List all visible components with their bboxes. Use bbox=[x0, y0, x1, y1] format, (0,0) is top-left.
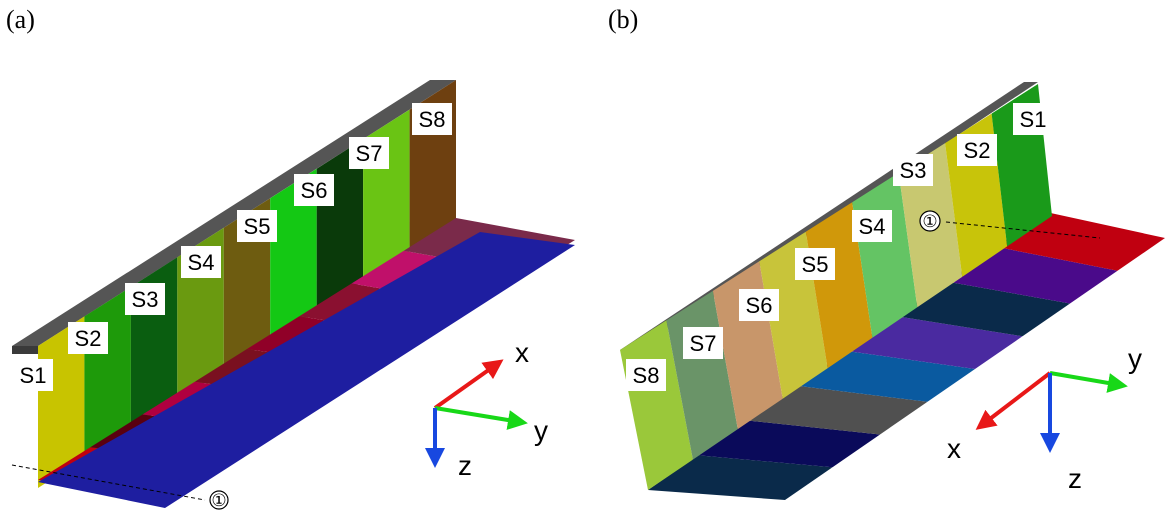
panel-b-segment-label-text: S5 bbox=[802, 252, 829, 277]
panel-a-segment-label-text: S1 bbox=[20, 363, 47, 388]
panel-b-web-strip bbox=[805, 202, 873, 369]
panel-a-segment-label-text: S2 bbox=[75, 326, 102, 351]
panel-b-flange-band bbox=[847, 316, 1023, 369]
panel-a-segment-label-bg bbox=[125, 283, 165, 315]
panel-a-segment-label-text: S8 bbox=[419, 107, 446, 132]
panel-b-y-axis bbox=[1049, 371, 1128, 393]
panel-a-segment-label: S4 bbox=[181, 246, 221, 278]
panel-a-reference-line bbox=[11, 464, 206, 501]
panel-a-segment-label-bg bbox=[13, 359, 53, 391]
panel-b-label: (b) bbox=[608, 5, 638, 34]
panel-a-x-axis bbox=[433, 359, 504, 410]
panel-a-marker: ① bbox=[209, 490, 229, 510]
panel-a-y-axis bbox=[434, 406, 528, 430]
panel-b-axes: x y z bbox=[947, 343, 1142, 494]
panel-a-segment-label-bg bbox=[68, 322, 108, 354]
panel-b-segment-label-bg bbox=[739, 289, 779, 321]
panel-a-x-label: x bbox=[515, 337, 529, 368]
panel-a-segment-label: S6 bbox=[294, 174, 334, 206]
panel-a-segment-label-bg bbox=[412, 103, 452, 135]
panel-b-y-label: y bbox=[1128, 343, 1142, 374]
panel-a-label: (a) bbox=[6, 5, 35, 34]
panel-b-segment-label-bg bbox=[626, 359, 666, 391]
panel-b-segment-label-text: S6 bbox=[746, 293, 773, 318]
panel-b-segment-label-bg bbox=[683, 327, 723, 359]
panel-b-flange-band bbox=[896, 281, 1070, 337]
panel-a-segment-label: S5 bbox=[237, 210, 277, 242]
panel-a-y-label: y bbox=[534, 415, 548, 446]
panel-a-segment-label-bg bbox=[294, 174, 334, 206]
panel-a-segment-label-bg bbox=[237, 210, 277, 242]
panel-a-segment-label-text: S5 bbox=[244, 214, 271, 239]
panel-b-segment-label-text: S7 bbox=[690, 331, 717, 356]
panel-b-flange-band bbox=[797, 351, 975, 402]
panel-b-segment-label-text: S8 bbox=[633, 363, 660, 388]
panel-b-flange-band bbox=[697, 420, 880, 468]
panel-a-top-cap-edge bbox=[12, 346, 38, 354]
panel-b-segment-label-text: S1 bbox=[1020, 107, 1047, 132]
panel-b: (b) ① S8 S7 S6 S5 S4 S3 S2 S1 x y z bbox=[608, 5, 1165, 500]
panel-a-segment-label-bg bbox=[349, 137, 389, 169]
panel-a-segment-labels: S1 S2 S3 S4 S5 S6 S7 S8 bbox=[13, 103, 452, 391]
panel-b-segment-label-text: S3 bbox=[900, 158, 927, 183]
panel-a-segment-label-bg bbox=[181, 246, 221, 278]
panel-b-marker: ① bbox=[919, 210, 941, 232]
panel-b-segment-label: S3 bbox=[893, 154, 933, 186]
panel-b-flange-band bbox=[946, 246, 1118, 304]
panel-b-x-label: x bbox=[947, 433, 961, 464]
panel-a-segment-label: S1 bbox=[13, 359, 53, 391]
panel-a-segment-label: S7 bbox=[349, 137, 389, 169]
panel-a: (a) ① S1 S2 S3 S4 S5 S6 S7 S8 x y z bbox=[6, 5, 575, 510]
panel-b-z-label: z bbox=[1068, 463, 1082, 494]
panel-b-segment-label-bg bbox=[1013, 103, 1053, 135]
panel-b-segment-label-bg bbox=[893, 154, 933, 186]
panel-a-segment-label: S8 bbox=[412, 103, 452, 135]
panel-b-segment-label: S5 bbox=[795, 248, 835, 280]
panel-a-segment-label-text: S7 bbox=[356, 141, 383, 166]
panel-b-top-cap bbox=[620, 82, 1038, 350]
panel-b-segment-label-bg bbox=[957, 134, 997, 166]
panel-b-marker-text: ① bbox=[922, 212, 937, 231]
panel-a-top-cap bbox=[12, 80, 456, 346]
panel-b-flange-band bbox=[996, 212, 1165, 271]
panel-b-segment-label: S6 bbox=[739, 289, 779, 321]
panel-b-segment-label: S7 bbox=[683, 327, 723, 359]
panel-b-flange bbox=[648, 212, 1165, 500]
panel-b-reference-line bbox=[945, 221, 1101, 239]
panel-a-segment-label-text: S4 bbox=[188, 250, 215, 275]
panel-a-z-label: z bbox=[458, 450, 472, 481]
panel-b-segment-label: S2 bbox=[957, 134, 997, 166]
panel-b-segment-label-text: S2 bbox=[964, 138, 991, 163]
panel-b-x-axis bbox=[975, 371, 1052, 430]
panel-a-axes: x y z bbox=[425, 337, 548, 481]
panel-a-web bbox=[38, 80, 456, 488]
panel-b-segment-label: S8 bbox=[626, 359, 666, 391]
panel-a-segment-label: S2 bbox=[68, 322, 108, 354]
panel-b-segment-label-bg bbox=[795, 248, 835, 280]
panel-b-segment-label-text: S4 bbox=[859, 214, 886, 239]
panel-a-flange-underside bbox=[38, 232, 575, 508]
panel-b-segment-label: S1 bbox=[1013, 103, 1053, 135]
panel-a-marker-text: ① bbox=[211, 491, 226, 510]
panel-a-segment-label: S3 bbox=[125, 283, 165, 315]
panel-b-segment-label-bg bbox=[852, 210, 892, 242]
panel-a-web-strip bbox=[270, 168, 317, 341]
panel-b-segment-label: S4 bbox=[852, 210, 892, 242]
panel-b-flange-band bbox=[648, 455, 833, 500]
panel-b-segment-labels: S8 S7 S6 S5 S4 S3 S2 S1 bbox=[626, 103, 1053, 391]
panel-b-flange-band bbox=[747, 385, 928, 435]
panel-a-segment-label-text: S6 bbox=[301, 178, 328, 203]
panel-a-segment-label-text: S3 bbox=[132, 287, 159, 312]
